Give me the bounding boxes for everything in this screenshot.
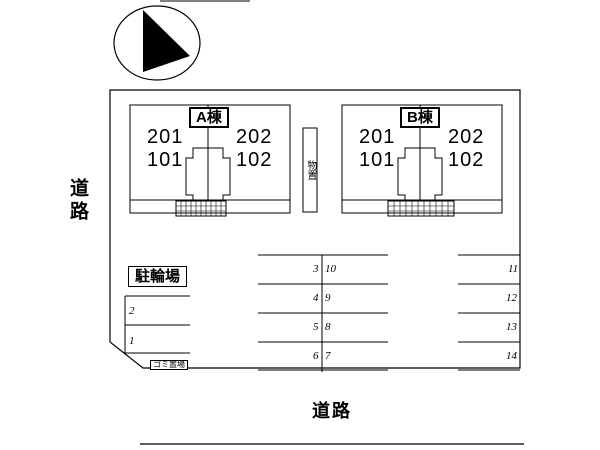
bicycle-parking-label: 駐輪場	[128, 266, 188, 287]
building-a-outline	[129, 104, 291, 217]
building-a-unit-202: 202	[236, 126, 273, 148]
parking-number-14: 14	[506, 350, 517, 362]
north-arrow-icon	[113, 5, 201, 81]
building-a-unit-101: 101	[147, 149, 184, 171]
property-boundary	[109, 89, 521, 369]
parking-number-4: 4	[313, 292, 319, 304]
building-b-outline	[341, 104, 503, 217]
building-a-label: A棟	[189, 107, 229, 128]
parking-number-5: 5	[313, 321, 319, 333]
building-b-unit-202: 202	[448, 126, 485, 148]
parking-number-1: 1	[129, 335, 135, 347]
road-bottom-label: 道路	[312, 401, 352, 421]
building-b-unit-201: 201	[359, 126, 396, 148]
parking-number-7: 7	[325, 350, 331, 362]
parking-number-3: 3	[313, 263, 319, 275]
building-b-label: B棟	[400, 107, 440, 128]
parking-number-2: 2	[129, 305, 135, 317]
parking-number-11: 11	[508, 263, 519, 275]
garbage-area-label: ゴミ置場	[150, 360, 188, 370]
parking-lines-right	[458, 254, 520, 371]
parking-number-13: 13	[506, 321, 517, 333]
building-a-unit-102: 102	[236, 149, 273, 171]
parking-number-10: 10	[325, 263, 336, 275]
storage-label: 物置	[305, 160, 316, 180]
building-b-unit-101: 101	[359, 149, 396, 171]
road-left-label: 道路	[67, 178, 88, 224]
parking-number-12: 12	[506, 292, 517, 304]
parking-lines-middle	[258, 254, 388, 372]
parking-lines-left	[124, 295, 190, 354]
building-a-unit-201: 201	[147, 126, 184, 148]
building-b-unit-102: 102	[448, 149, 485, 171]
parking-number-8: 8	[325, 321, 331, 333]
storage-shed	[302, 127, 318, 213]
parking-number-6: 6	[313, 350, 319, 362]
parking-number-9: 9	[325, 292, 331, 304]
